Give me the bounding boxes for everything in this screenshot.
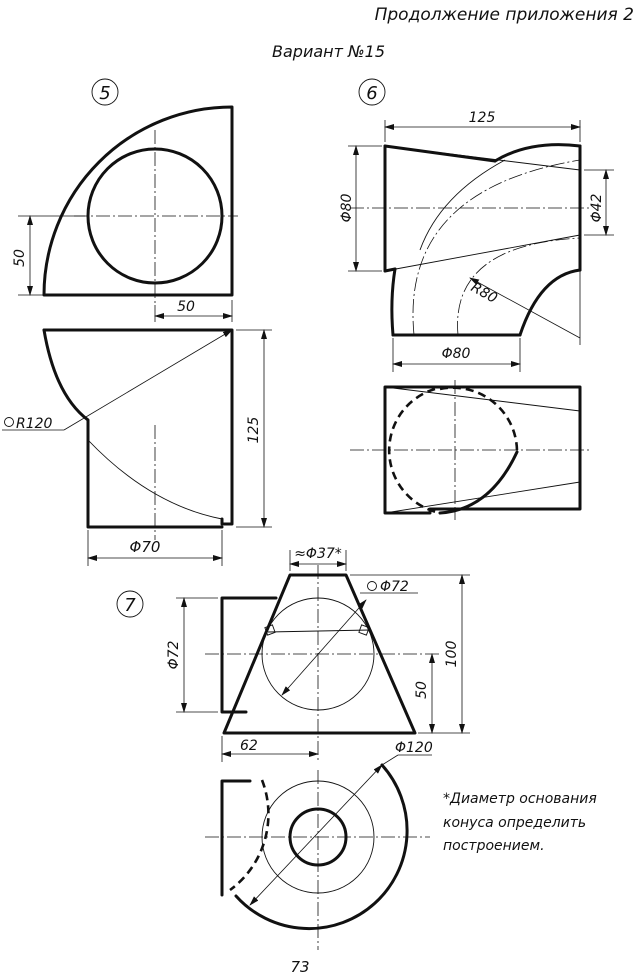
drawing-7-number: 7 xyxy=(124,595,136,616)
drawing-6-dim-radius: R80 xyxy=(468,280,500,307)
drawing-5-top-quarter xyxy=(42,105,234,297)
drawing-7-dim-cylinder: Φ72 xyxy=(166,640,182,669)
drawing-6-dim-diameter-bottom: Φ80 xyxy=(442,346,471,362)
drawing-5-front-outline xyxy=(42,328,234,526)
drawing-6-dim-length: 125 xyxy=(469,110,496,126)
drawing-6-number-circle xyxy=(358,78,386,106)
drawing-5: 5 50 50 R120 125 Φ70 xyxy=(2,78,272,566)
page-number: 73 xyxy=(290,958,309,976)
drawing-5-dim-width-top: 50 xyxy=(177,299,195,315)
drawing-6: 6 125 Φ80 Φ42 R80 xyxy=(339,78,614,520)
drawing-7-dim-height-total: 100 xyxy=(444,641,460,668)
drawing-5-dim-radius: R120 xyxy=(16,416,53,432)
drawing-6-dim-diameter-left: Φ80 xyxy=(339,193,355,222)
note-line-2: конуса определить xyxy=(443,815,586,831)
drawing-5-front-body xyxy=(42,328,224,529)
variant-title: Вариант №15 xyxy=(272,42,385,61)
continuation-title: Продолжение приложения 2 xyxy=(375,5,634,25)
drawing-5-dim-height-left: 50 xyxy=(12,249,28,267)
note-line-1: *Диаметр основания xyxy=(443,791,597,807)
drawing-7-dim-offset: 62 xyxy=(240,738,258,754)
drawing-5-number: 5 xyxy=(99,83,110,104)
drawing-5-intersection-curve xyxy=(87,439,223,520)
drawing-7-dim-cone-top: ≈Φ37* xyxy=(294,546,342,562)
drawing-5-dim-height-front: 125 xyxy=(246,417,262,444)
drawing-7-number-circle xyxy=(116,590,144,618)
drawing-7-dim-outer-diameter: Φ120 xyxy=(395,740,433,756)
drawing-6-dim-diameter-right: Φ42 xyxy=(589,193,605,222)
drawing-7-dim-height-half: 50 xyxy=(414,681,430,699)
note-line-3: построением. xyxy=(443,838,545,854)
drawing-5-dim-diameter: Φ70 xyxy=(130,538,161,556)
drawing-7-dim-sphere: Φ72 xyxy=(380,579,409,595)
drawing-7: 7 ≈Φ37* Φ72 Φ72 100 50 xyxy=(116,546,470,950)
drawing-5-number-circle xyxy=(91,78,119,106)
drawing-6-number: 6 xyxy=(366,83,377,104)
